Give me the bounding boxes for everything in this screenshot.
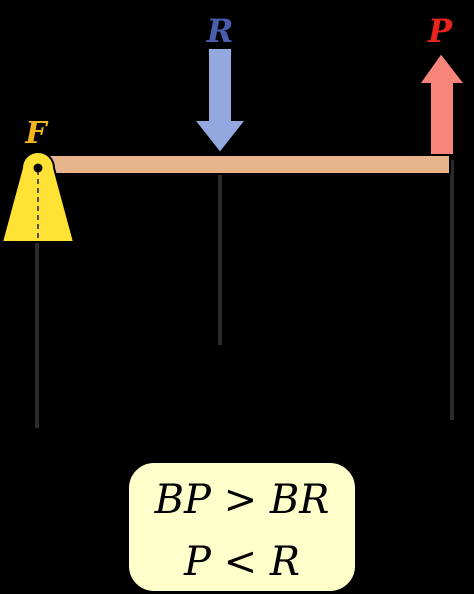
formula-line-1: BP > BR xyxy=(154,477,330,523)
formula-box: BP > BR P < R xyxy=(127,461,357,593)
formula-line-2: P < R xyxy=(183,539,300,585)
lever-beam xyxy=(35,154,451,175)
guide-lines xyxy=(35,160,454,428)
fulcrum-icon xyxy=(0,151,76,243)
resistance-arrow-icon xyxy=(191,47,249,155)
power-label: P xyxy=(427,12,453,50)
fulcrum-label: F xyxy=(24,116,49,151)
resistance-label: R xyxy=(206,12,234,50)
power-arrow-icon xyxy=(417,51,468,156)
